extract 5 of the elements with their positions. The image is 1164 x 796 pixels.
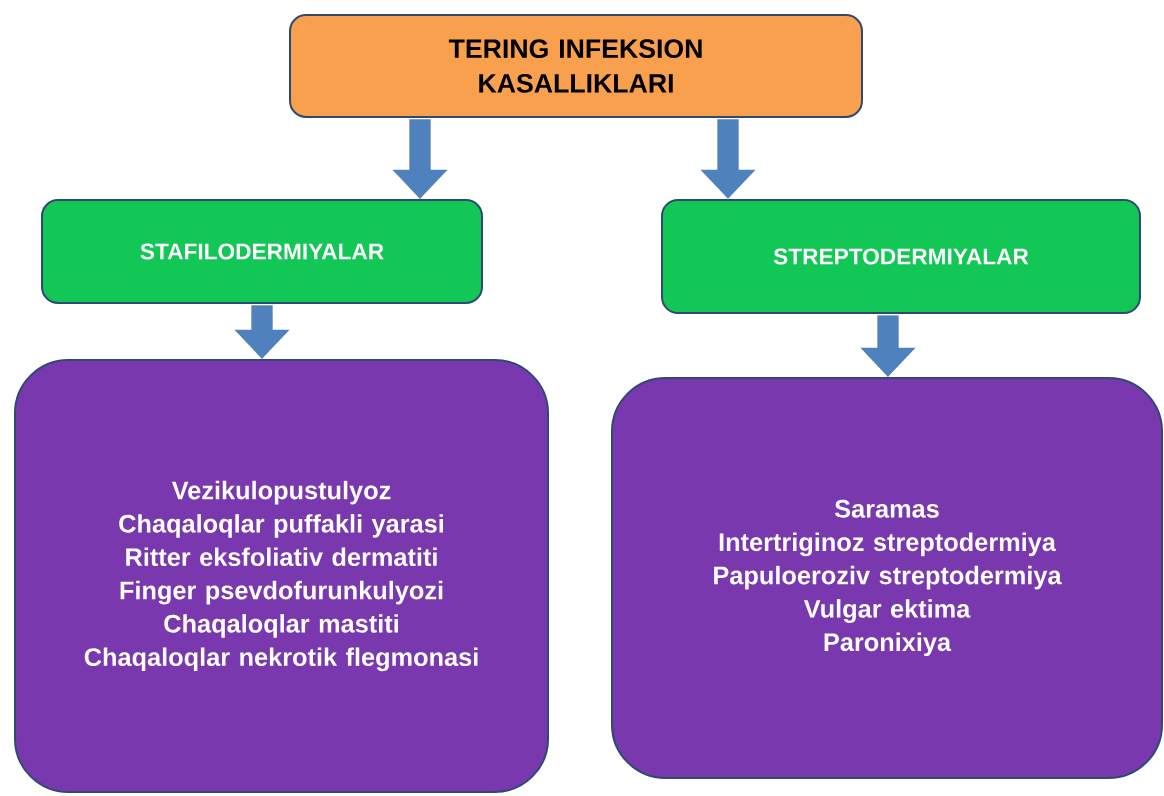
list-box: Saramas Intertriginoz streptodermiya Papuloeroziv streptodermiya Vulgar ektima Paronixiya xyxy=(611,377,1163,779)
title-box: TERING INFEKSION KASALLIKLARI xyxy=(289,14,863,118)
list-box: Vezikulopustulyoz Chaqaloqlar puffakli yarasi Ritter eksfoliativ dermatiti Finger psevdofurunkulyozi Chaqaloqlar mastiti Chaqaloqlar nekrotik flegmonasi xyxy=(14,359,550,793)
category-box: STREPTODERMIYALAR xyxy=(661,198,1141,315)
category-box: STAFILODERMIYALAR xyxy=(41,199,483,304)
